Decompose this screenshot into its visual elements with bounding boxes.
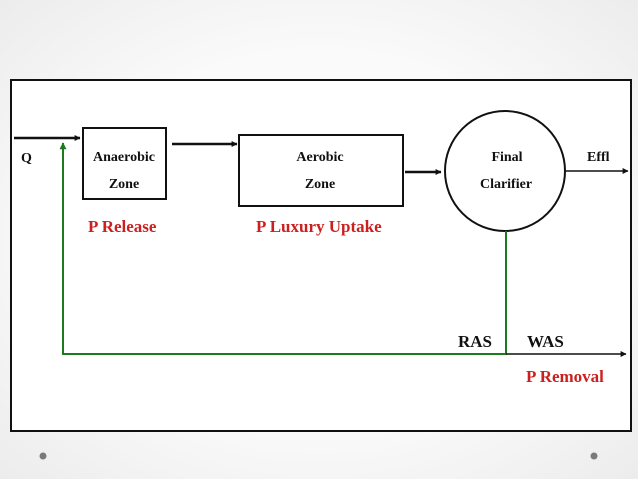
effluent-label: Effl	[587, 150, 610, 165]
influent-label: Q	[21, 151, 32, 166]
clarifier-label-line1: Final	[491, 150, 522, 165]
anaerobic-zone-label-line1: Anaerobic	[93, 150, 155, 165]
anaerobic-zone-box	[82, 127, 167, 200]
ras-label: RAS	[458, 332, 492, 351]
aerobic-zone-label-line2: Zone	[305, 177, 335, 192]
anaerobic-process-label: P Release	[88, 217, 157, 236]
aerobic-zone-box	[238, 134, 404, 207]
was-label: WAS	[527, 332, 564, 351]
aerobic-process-label: P Luxury Uptake	[256, 217, 382, 236]
prev-slide-dot[interactable]	[39, 452, 47, 460]
next-slide-dot[interactable]	[590, 452, 598, 460]
final-clarifier-circle	[444, 110, 566, 232]
return-sludge-line	[59, 142, 507, 355]
clarifier-label-line2: Clarifier	[480, 177, 532, 192]
removal-label: P Removal	[526, 367, 604, 386]
anaerobic-zone-label-line2: Zone	[109, 177, 139, 192]
aerobic-zone-label-line1: Aerobic	[296, 150, 343, 165]
